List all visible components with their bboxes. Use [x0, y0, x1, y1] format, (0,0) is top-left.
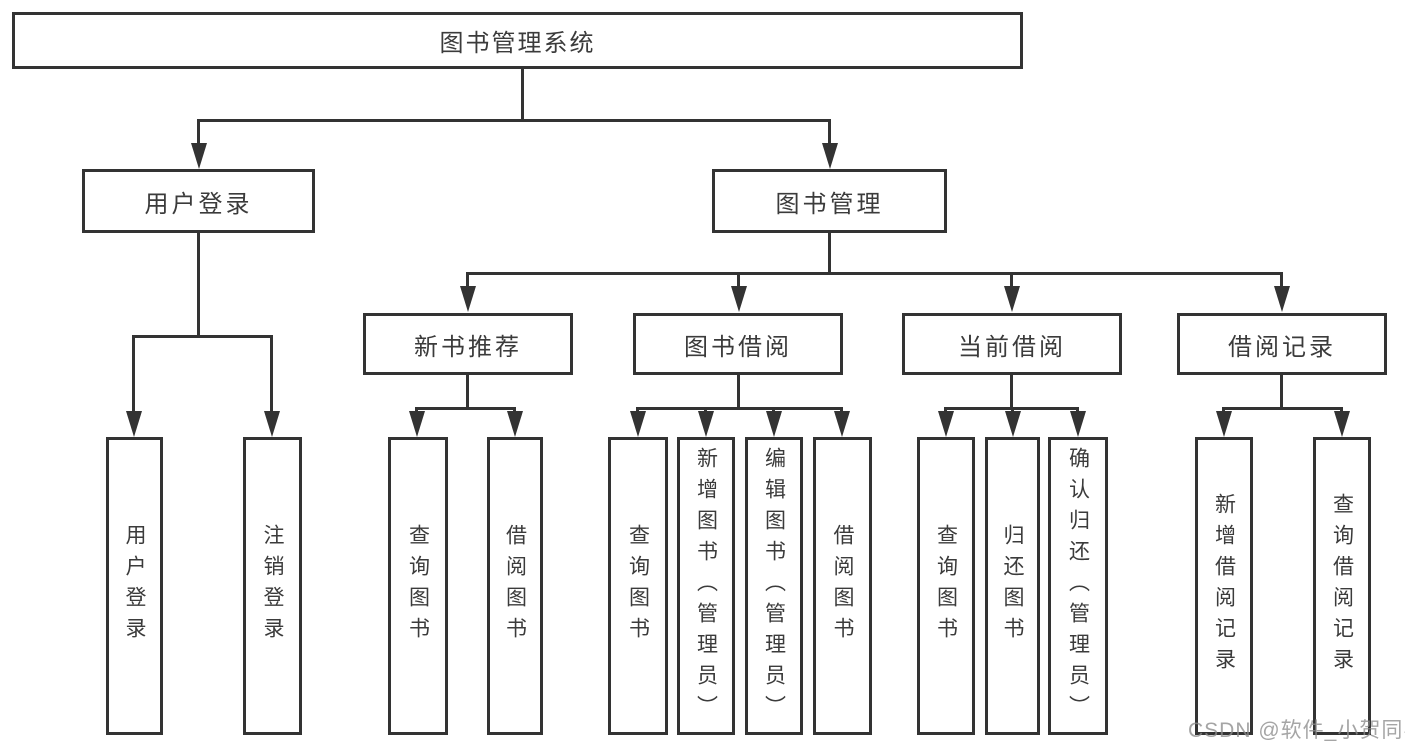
connector-root-stub	[521, 69, 524, 119]
connector-drop-book-management	[828, 119, 831, 147]
connector-bar-borrowing-records-group	[1222, 407, 1343, 410]
connector-drop-user-login	[197, 119, 200, 147]
connector-drop-c3	[772, 407, 775, 413]
leaf-query-borrow-record: 查询借阅记录	[1313, 437, 1371, 735]
arrowhead-to-leaf-c2	[698, 411, 714, 437]
connector-stub-book-borrowing	[737, 375, 740, 407]
connector-stub-book-management	[828, 233, 831, 274]
leaf-borrow-books-recommend: 借阅图书	[487, 437, 543, 735]
arrowhead-to-leaf-b2	[507, 411, 523, 437]
node-new-book-recommendation: 新书推荐	[363, 313, 573, 375]
arrowhead-to-book-management	[822, 143, 838, 169]
arrowhead-to-leaf-c1	[630, 411, 646, 437]
connector-drop-leaf-user-login	[132, 335, 135, 413]
csdn-watermark: CSDN @软件_小贺同学	[1188, 719, 1405, 742]
connector-level1-bar	[197, 119, 831, 122]
arrowhead-to-leaf-logout	[264, 411, 280, 437]
connector-bar-user-login-group	[132, 335, 273, 338]
node-user-login: 用户登录	[82, 169, 315, 233]
arrowhead-to-leaf-d1	[938, 411, 954, 437]
leaf-confirm-return-admin: 确认归还（管理员）	[1048, 437, 1108, 735]
connector-drop-b2	[513, 407, 516, 413]
connector-drop-new-book	[466, 272, 469, 290]
leaf-user-login: 用户登录	[106, 437, 163, 735]
node-borrowing-records: 借阅记录	[1177, 313, 1387, 375]
arrowhead-to-user-login	[191, 143, 207, 169]
leaf-query-books-current: 查询图书	[917, 437, 975, 735]
connector-drop-book-borrowing	[737, 272, 740, 290]
connector-drop-c4	[840, 407, 843, 413]
connector-drop-current-borrowing	[1010, 272, 1013, 290]
node-root-book-management-system: 图书管理系统	[12, 12, 1023, 69]
connector-level3-bar	[466, 272, 1283, 275]
arrowhead-to-leaf-e2	[1334, 411, 1350, 437]
connector-stub-borrowing-records	[1280, 375, 1283, 407]
connector-drop-d2	[1011, 407, 1014, 413]
connector-drop-d1	[944, 407, 947, 413]
connector-drop-d3	[1076, 407, 1079, 413]
arrowhead-to-leaf-b1	[409, 411, 425, 437]
arrowhead-to-leaf-d2	[1005, 411, 1021, 437]
arrowhead-to-leaf-c3	[766, 411, 782, 437]
connector-bar-new-book-group	[415, 407, 516, 410]
arrowhead-to-current-borrowing	[1004, 286, 1020, 312]
leaf-query-books-recommend: 查询图书	[388, 437, 448, 735]
connector-drop-e2	[1340, 407, 1343, 413]
connector-drop-leaf-logout	[270, 335, 273, 413]
connector-bar-book-borrowing-group	[636, 407, 843, 410]
connector-drop-b1	[415, 407, 418, 413]
connector-stub-new-book	[466, 375, 469, 407]
arrowhead-to-new-book	[460, 286, 476, 312]
connector-drop-c1	[636, 407, 639, 413]
leaf-query-books-borrowing: 查询图书	[608, 437, 668, 735]
arrowhead-to-book-borrowing	[731, 286, 747, 312]
leaf-edit-books-admin: 编辑图书（管理员）	[745, 437, 803, 735]
connector-drop-e1	[1222, 407, 1225, 413]
arrowhead-to-leaf-e1	[1216, 411, 1232, 437]
connector-drop-borrowing-records	[1280, 272, 1283, 290]
leaf-add-borrow-record: 新增借阅记录	[1195, 437, 1253, 735]
node-book-borrowing: 图书借阅	[633, 313, 843, 375]
connector-stub-current-borrowing	[1010, 375, 1013, 407]
arrowhead-to-leaf-user-login	[126, 411, 142, 437]
connector-stub-user-login	[197, 233, 200, 335]
arrowhead-to-leaf-d3	[1070, 411, 1086, 437]
leaf-borrow-books-borrowing: 借阅图书	[813, 437, 872, 735]
leaf-return-books: 归还图书	[985, 437, 1040, 735]
arrowhead-to-borrowing-records	[1274, 286, 1290, 312]
leaf-add-books-admin: 新增图书（管理员）	[677, 437, 735, 735]
arrowhead-to-leaf-c4	[834, 411, 850, 437]
leaf-logout: 注销登录	[243, 437, 302, 735]
node-book-management: 图书管理	[712, 169, 947, 233]
connector-drop-c2	[704, 407, 707, 413]
node-current-borrowing: 当前借阅	[902, 313, 1122, 375]
